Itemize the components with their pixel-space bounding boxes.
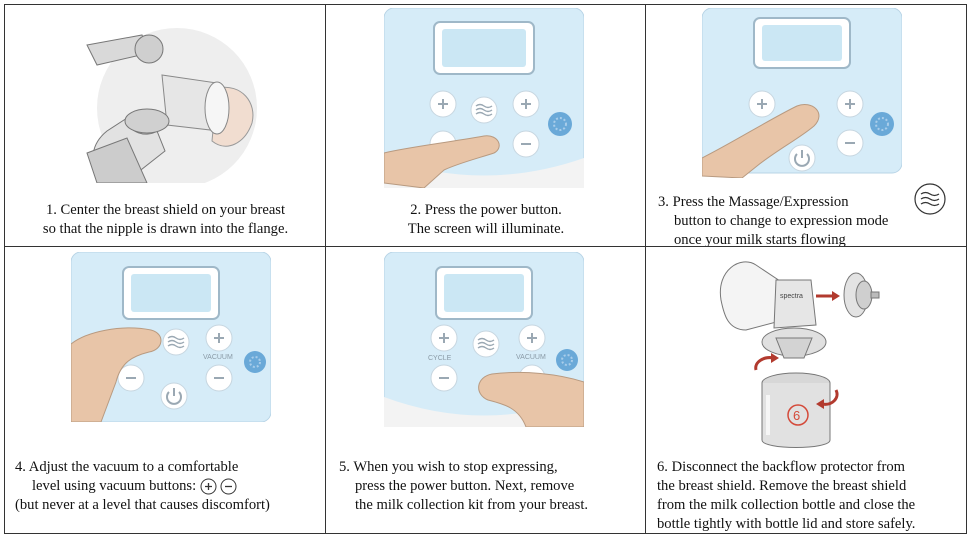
plus-icon [836, 90, 864, 118]
plus-icon [429, 90, 457, 118]
bottle-number: 6 [793, 408, 800, 423]
power-icon [160, 382, 188, 410]
disassembly-illustration: spectra [716, 250, 886, 455]
vacuum-label: VACUUM [516, 354, 546, 361]
arrow-icon [754, 353, 779, 371]
step-1-caption: 1. Center the breast shield on your brea… [5, 201, 325, 239]
vacuum-label: VACUUM [203, 354, 233, 361]
power-icon [788, 144, 816, 172]
step-5-line-2: press the power button. Next, remove [355, 478, 575, 494]
step-4-cell: LE VACUUM 4. Adjust the vacuum to a comf… [5, 247, 326, 534]
minus-icon [430, 364, 458, 392]
arrow-icon [816, 389, 839, 409]
instruction-grid: 1. Center the breast shield on your brea… [4, 4, 967, 534]
step-6-caption: 6. Disconnect the backflow protector fro… [657, 458, 955, 534]
breast-shield-illustration [67, 13, 257, 183]
minus-icon [220, 478, 237, 495]
step-2-caption: 2. Press the power button. The screen wi… [326, 201, 645, 239]
step-2-line-2: The screen will illuminate. [407, 221, 565, 237]
step-5-cell: CYCLE VACUUM 5. When you wish to stop ex… [326, 247, 646, 534]
minus-icon [836, 129, 864, 157]
step-1-cell: 1. Center the breast shield on your brea… [5, 5, 326, 247]
settings-icon [244, 351, 266, 373]
control-panel-illustration-2 [384, 8, 584, 188]
step-2-cell: 2. Press the power button. The screen wi… [326, 5, 646, 247]
step-6-cell: spectra [646, 247, 966, 534]
settings-icon [556, 349, 578, 371]
settings-icon [870, 112, 894, 136]
step-3-line-2: button to change to expression mode [674, 213, 889, 229]
step-5-caption: 5. When you wish to stop expressing, pre… [339, 458, 588, 515]
plus-icon [518, 324, 546, 352]
step-4-caption: 4. Adjust the vacuum to a comfortable le… [15, 458, 270, 515]
step-2-line-1: 2. Press the power button. [410, 202, 562, 218]
step-4-line-1: 4. Adjust the vacuum to a comfortable [15, 459, 239, 475]
step-1-line-1: 1. Center the breast shield on your brea… [45, 202, 286, 218]
step-5-line-1: 5. When you wish to stop expressing, [339, 459, 558, 475]
plus-icon [430, 324, 458, 352]
plus-icon [748, 90, 776, 118]
arrow-icon [816, 291, 840, 301]
brand-mark: spectra [780, 293, 803, 300]
step-3-line-3: once your milk starts flowing [674, 232, 846, 247]
step-5-line-3: the milk collection kit from your breast… [355, 497, 589, 513]
wave-icon [472, 330, 500, 358]
wave-icon [162, 328, 190, 356]
step-3-caption: 3. Press the Massage/Expression button t… [658, 193, 889, 247]
step-3-cell: 3. Press the Massage/Expression button t… [646, 5, 966, 247]
control-panel-illustration-5: CYCLE VACUUM [384, 252, 584, 427]
plus-icon [512, 90, 540, 118]
step-4-line-2: level using vacuum buttons: [32, 478, 197, 494]
cycle-label: CYCLE [428, 355, 452, 362]
step-4-line-3: (but never at a level that causes discom… [15, 497, 270, 513]
control-panel-illustration-3 [702, 8, 902, 178]
step-1-line-2: so that the nipple is drawn into the fla… [42, 221, 289, 237]
step-3-line-1: 3. Press the Massage/Expression [658, 194, 849, 210]
wave-icon [914, 183, 946, 215]
step-6-line-4: bottle tightly with bottle lid and store… [657, 516, 916, 532]
minus-icon [117, 364, 145, 392]
plus-icon [205, 324, 233, 352]
settings-icon [548, 112, 572, 136]
step-6-line-3: from the milk collection bottle and clos… [657, 497, 916, 513]
wave-icon [470, 96, 498, 124]
step-6-line-1: 6. Disconnect the backflow protector fro… [657, 459, 906, 475]
plus-icon [200, 478, 217, 495]
minus-icon [205, 364, 233, 392]
control-panel-illustration-4: LE VACUUM [71, 252, 271, 422]
step-6-line-2: the breast shield. Remove the breast shi… [657, 478, 907, 494]
minus-icon [512, 130, 540, 158]
